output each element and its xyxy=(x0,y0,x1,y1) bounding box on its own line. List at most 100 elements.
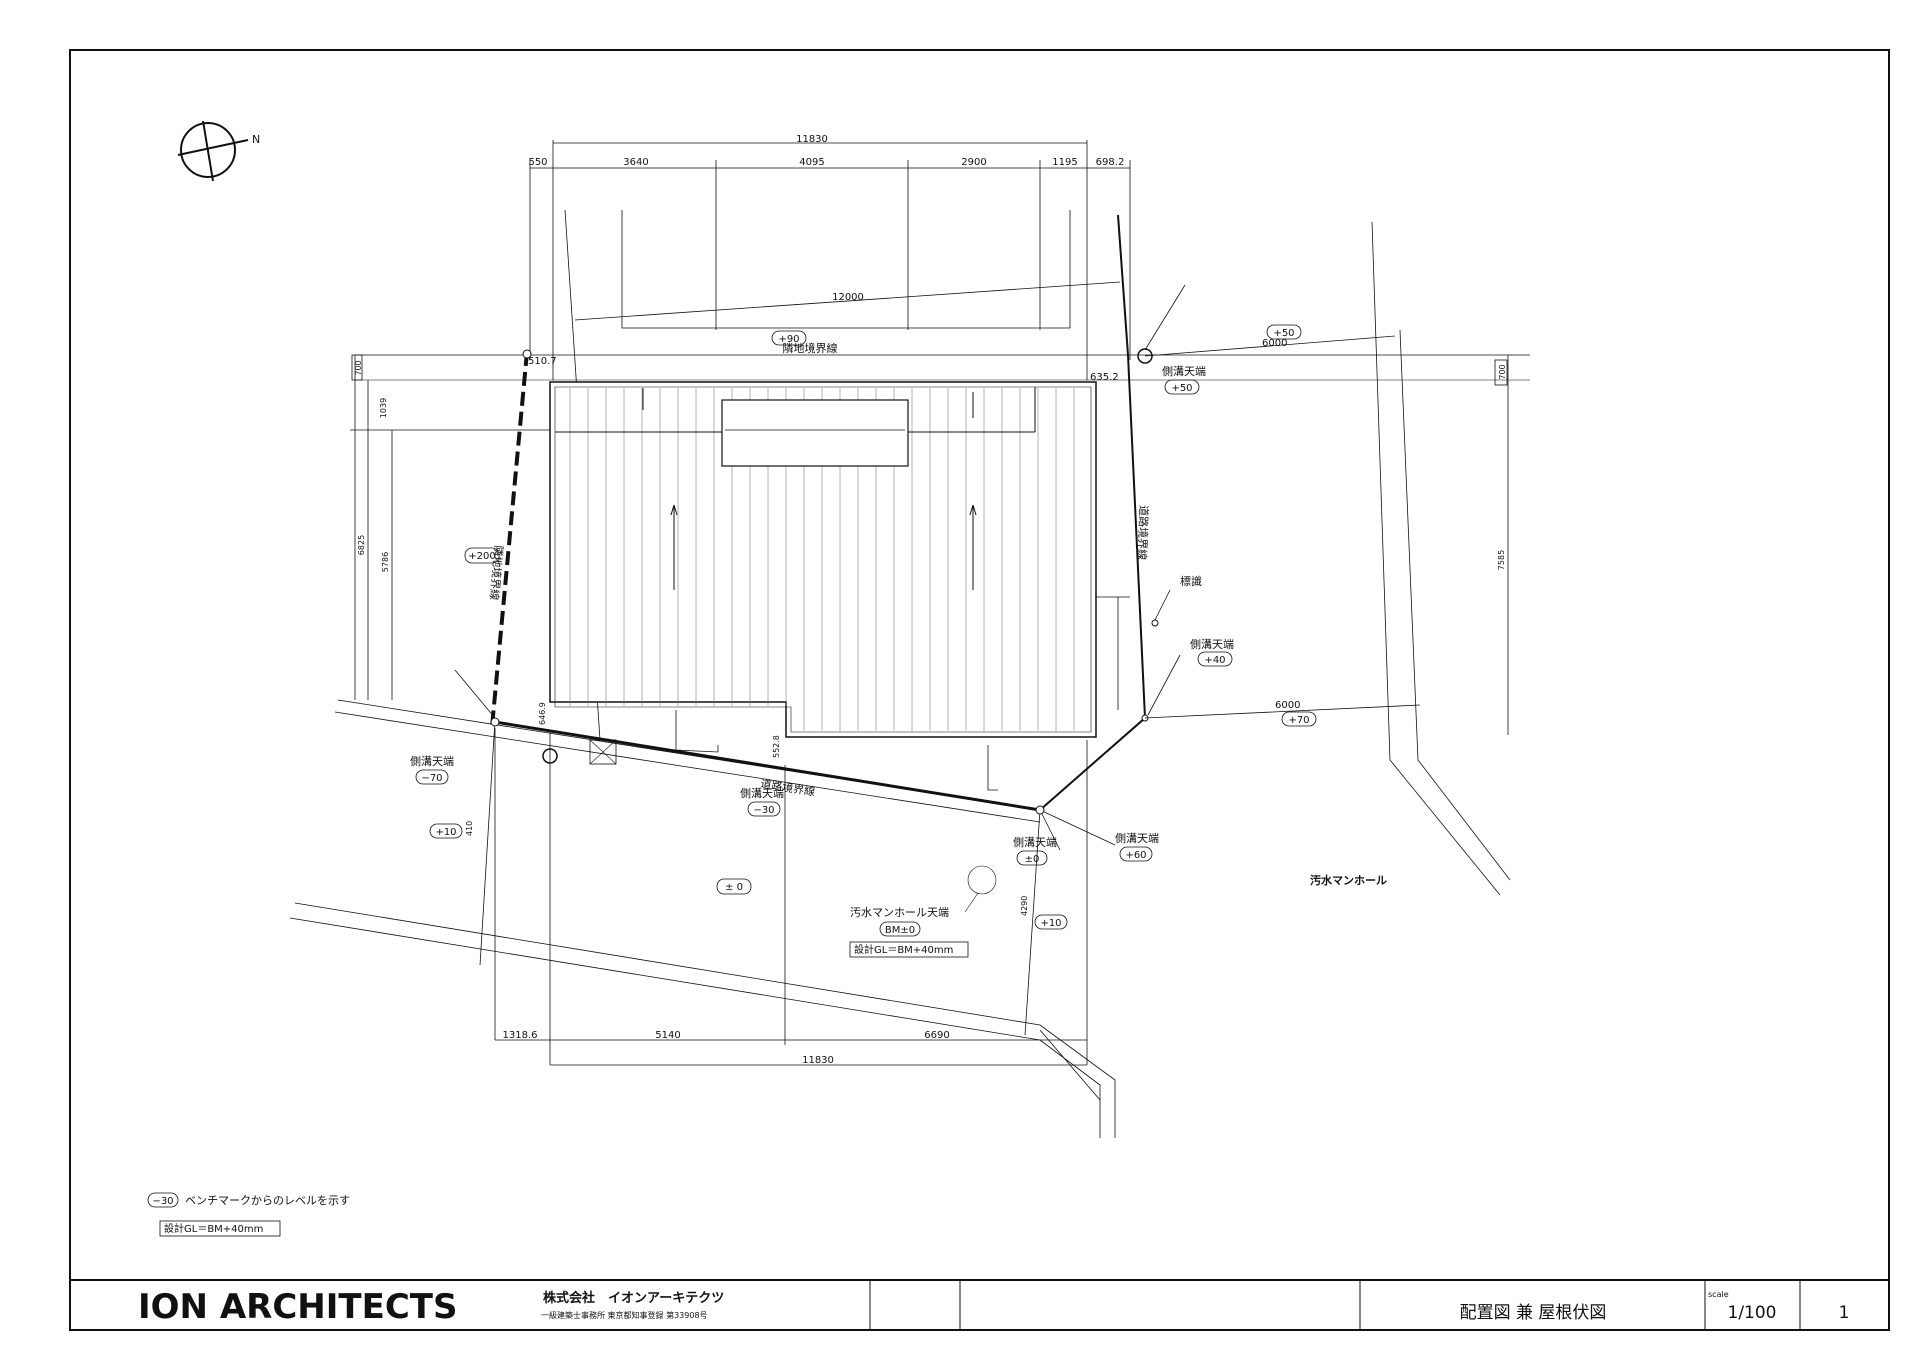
left-dimension-lines xyxy=(350,354,550,700)
dim-overall-bottom: 11830 xyxy=(802,1055,834,1066)
level-badge xyxy=(879,921,921,937)
gutter-marker xyxy=(542,748,558,764)
dim-6000-a: 6000 xyxy=(1262,338,1287,349)
level-badge xyxy=(771,330,807,346)
dim-right-700: 700 xyxy=(1498,364,1507,379)
dim-635-2: 635.2 xyxy=(1090,372,1119,383)
south-road-lines xyxy=(289,669,1116,1138)
top-dimension-lines xyxy=(529,140,1131,741)
manhole-label: 汚水マンホール xyxy=(1310,873,1387,887)
leader-line xyxy=(1154,589,1171,621)
level-plus-70: +70 xyxy=(1288,715,1309,726)
north-arrow-icon xyxy=(177,120,249,182)
legend-level-sample: −30 xyxy=(152,1196,173,1207)
legend-design-gl: 設計GL＝BM+40mm xyxy=(164,1222,263,1235)
bm-label: BM±0 xyxy=(885,925,915,936)
south-boundary-line xyxy=(494,720,1041,812)
manhole-top-label: 汚水マンホール天端 xyxy=(850,906,949,919)
legend-level-note: ベンチマークからのレベルを示す xyxy=(185,1194,350,1207)
dim-line xyxy=(1144,335,1396,357)
dim-410: 410 xyxy=(465,821,474,836)
boundary-point xyxy=(522,349,532,359)
gutter-bot2-label: 側溝天端 xyxy=(1115,832,1159,845)
level-badge xyxy=(1197,651,1233,667)
dim-12000: 12000 xyxy=(832,292,864,303)
leader-line xyxy=(964,892,979,913)
level-badge xyxy=(1119,846,1153,862)
legend-gl-box xyxy=(159,1220,281,1237)
gutter-right-label: 側溝天端 xyxy=(1190,638,1234,651)
firm-name: ION ARCHITECTS xyxy=(138,1287,457,1327)
registration: 一級建築士事務所 東京都知事登録 第33908号 xyxy=(541,1310,708,1320)
design-gl-label: 設計GL＝BM+40mm xyxy=(854,943,953,956)
level-badge xyxy=(1016,850,1048,866)
level-badge xyxy=(1164,379,1200,395)
scale-caption: scale xyxy=(1708,1290,1729,1299)
dim-left-700: 700 xyxy=(354,360,363,375)
roof-plan xyxy=(549,381,1097,738)
legend-level-badge xyxy=(147,1192,179,1208)
gutter-marker xyxy=(1137,348,1153,364)
level-plus-10-a: +10 xyxy=(435,827,456,838)
drawing-title: 配置図 兼 屋根伏図 xyxy=(1460,1303,1607,1323)
catch-basin-cross xyxy=(589,739,617,765)
bottom-dimension-lines xyxy=(495,1039,1087,1066)
marker-label: 標識 xyxy=(1180,574,1202,588)
dim-overall-top: 11830 xyxy=(796,134,828,145)
level-plus-50-a: +50 xyxy=(1273,328,1294,339)
level-badge xyxy=(1034,914,1068,930)
dim-bottom-1: 1318.6 xyxy=(503,1030,538,1041)
design-gl-box xyxy=(849,941,969,958)
level-plus-40: +40 xyxy=(1204,655,1225,666)
dim-left-1039: 1039 xyxy=(379,398,388,418)
level-badge xyxy=(464,547,500,564)
dim-seg-3: 4095 xyxy=(799,157,824,168)
level-minus-70: −70 xyxy=(421,773,442,784)
dim-line xyxy=(1144,704,1421,719)
dim-4290: 4290 xyxy=(1020,896,1029,916)
leader-line xyxy=(1147,654,1181,716)
west-boundary-line xyxy=(490,351,529,728)
boundary-point xyxy=(1035,805,1045,815)
east-boundary-line xyxy=(1039,214,1147,811)
sheet-border xyxy=(69,49,1890,1331)
title-block-frame xyxy=(70,1279,1889,1330)
gutter-top-label: 側溝天端 xyxy=(1162,365,1206,378)
north-boundary-label: 隣地境界線 xyxy=(783,341,838,355)
level-badge xyxy=(1281,711,1317,727)
level-plus-200: +200 xyxy=(468,551,495,562)
dim-seg-5: 1195 xyxy=(1052,157,1077,168)
level-plus-90: +90 xyxy=(778,334,799,345)
north-letter: N xyxy=(252,133,260,146)
level-pm0-a: ± 0 xyxy=(725,882,743,893)
drain-line xyxy=(987,745,998,791)
dim-seg-2: 3640 xyxy=(623,157,648,168)
catch-basin xyxy=(589,739,617,765)
manhole-circle xyxy=(967,865,997,895)
gutter-left-label: 側溝天端 xyxy=(410,755,454,768)
boundary-point xyxy=(490,717,500,727)
leader-line xyxy=(1144,284,1186,351)
dim-right-7585: 7585 xyxy=(1497,550,1506,570)
dim-646-9: 646.9 xyxy=(538,702,547,725)
level-plus-10-b: +10 xyxy=(1040,918,1061,929)
level-badge xyxy=(429,823,463,839)
level-badge xyxy=(716,878,752,895)
scale-value: 1/100 xyxy=(1728,1303,1777,1323)
company-name: 株式会社 イオンアーキテクツ xyxy=(543,1290,724,1306)
level-pm0-b: ±0 xyxy=(1025,854,1040,865)
right-dimension-lines xyxy=(1494,355,1509,735)
level-plus-50-b: +50 xyxy=(1171,383,1192,394)
marker-point xyxy=(1151,619,1159,627)
dim-left-5786: 5786 xyxy=(381,552,390,572)
level-badge xyxy=(747,801,781,817)
dim-left-6825: 6825 xyxy=(357,535,366,555)
dim-510-7: 510.7 xyxy=(528,356,557,367)
dim-seg-1: 550 xyxy=(528,157,547,168)
drain-line xyxy=(675,710,719,753)
dim-bottom-2: 5140 xyxy=(655,1030,680,1041)
east-road-lines xyxy=(1371,221,1511,896)
level-minus-30: −30 xyxy=(753,805,774,816)
